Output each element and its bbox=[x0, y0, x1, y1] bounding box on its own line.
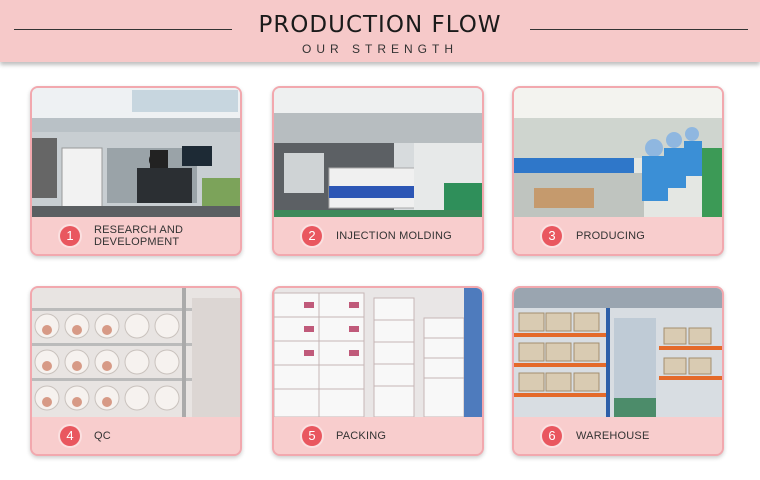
step-caption: 6 WAREHOUSE bbox=[514, 417, 722, 454]
step-label: QC bbox=[94, 429, 111, 442]
assembly-line-photo bbox=[514, 88, 722, 217]
office-photo bbox=[32, 88, 240, 217]
step-number-badge: 6 bbox=[542, 426, 562, 446]
step-number-badge: 5 bbox=[302, 426, 322, 446]
step-caption: 4 QC bbox=[32, 417, 240, 454]
header-line-right bbox=[530, 29, 748, 30]
step-label: PACKING bbox=[336, 429, 387, 442]
machine-photo bbox=[274, 88, 482, 217]
page-subtitle: OUR STRENGTH bbox=[302, 42, 458, 56]
step-number-badge: 1 bbox=[60, 226, 80, 246]
warehouse-photo bbox=[514, 288, 722, 417]
header-line-left bbox=[14, 29, 232, 30]
header-banner: PRODUCTION FLOW OUR STRENGTH bbox=[0, 0, 760, 62]
step-card-qc: 4 QC bbox=[30, 286, 242, 456]
step-card-producing: 3 PRODUCING bbox=[512, 86, 724, 256]
product-shelf-photo bbox=[32, 288, 240, 417]
boxes-photo bbox=[274, 288, 482, 417]
step-card-research: 1 RESEARCH AND DEVELOPMENT bbox=[30, 86, 242, 256]
step-card-packing: 5 PACKING bbox=[272, 286, 484, 456]
step-label: WAREHOUSE bbox=[576, 429, 650, 442]
step-caption: 3 PRODUCING bbox=[514, 217, 722, 254]
step-caption: 1 RESEARCH AND DEVELOPMENT bbox=[32, 217, 240, 254]
step-label: PRODUCING bbox=[576, 229, 646, 242]
step-label: INJECTION MOLDING bbox=[336, 229, 452, 242]
step-caption: 2 INJECTION MOLDING bbox=[274, 217, 482, 254]
page-title: PRODUCTION FLOW bbox=[258, 12, 502, 38]
step-number-badge: 4 bbox=[60, 426, 80, 446]
step-label: RESEARCH AND DEVELOPMENT bbox=[94, 223, 184, 248]
step-card-warehouse: 6 WAREHOUSE bbox=[512, 286, 724, 456]
step-number-badge: 3 bbox=[542, 226, 562, 246]
step-card-injection: 2 INJECTION MOLDING bbox=[272, 86, 484, 256]
step-number-badge: 2 bbox=[302, 226, 322, 246]
step-caption: 5 PACKING bbox=[274, 417, 482, 454]
